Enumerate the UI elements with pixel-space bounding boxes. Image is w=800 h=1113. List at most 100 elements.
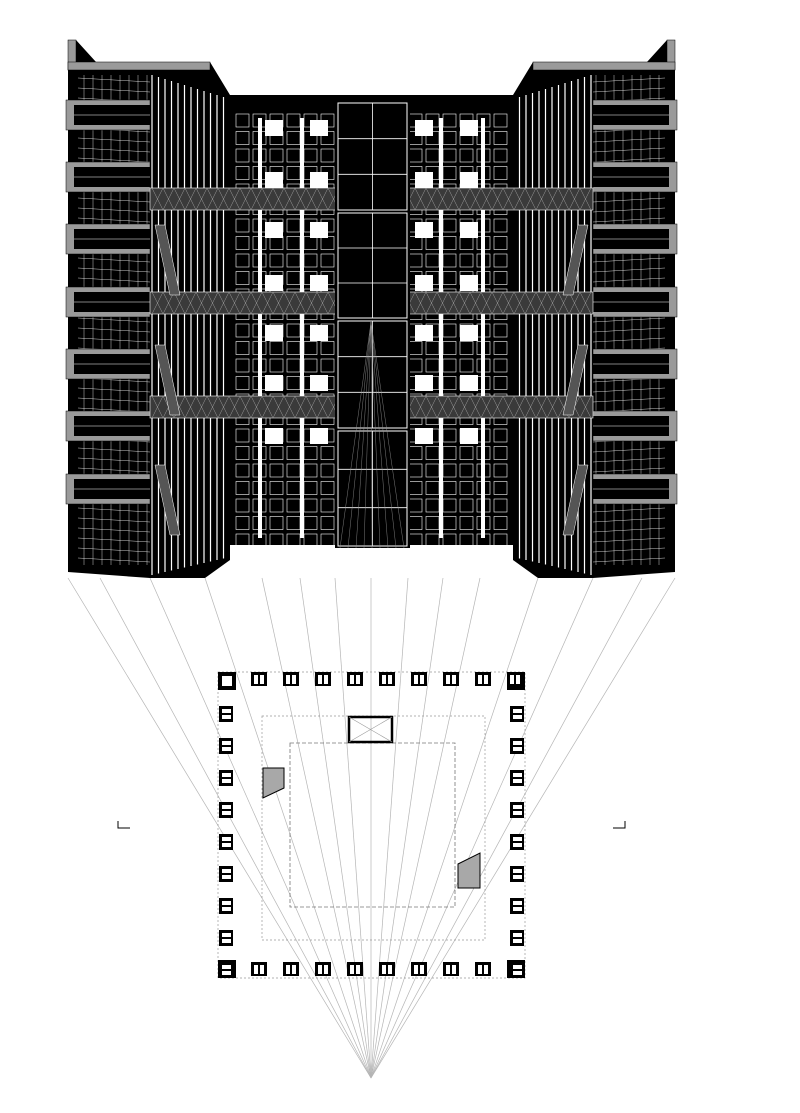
bridge-truss bbox=[228, 187, 241, 211]
pier-void bbox=[513, 773, 522, 777]
bridge-truss bbox=[568, 187, 581, 211]
window-cell bbox=[493, 481, 508, 495]
core-perspective-line bbox=[370, 321, 381, 549]
projection-line bbox=[370, 577, 643, 1079]
window-cell bbox=[235, 131, 250, 145]
pier-void bbox=[484, 675, 488, 684]
bridge-truss bbox=[261, 291, 274, 315]
pier-void bbox=[222, 779, 231, 783]
bridge-truss bbox=[173, 187, 186, 211]
bridge-truss bbox=[206, 187, 219, 211]
bridge-truss bbox=[513, 187, 526, 211]
bridge-truss bbox=[469, 187, 482, 211]
stair-left bbox=[262, 767, 285, 799]
core-perspective-line bbox=[339, 321, 372, 549]
opening bbox=[460, 120, 478, 136]
window-cell bbox=[493, 341, 508, 355]
pier-void bbox=[446, 675, 450, 684]
bridge-truss bbox=[151, 291, 164, 315]
elevator-cross bbox=[348, 716, 393, 743]
pier bbox=[315, 672, 331, 686]
pier-void bbox=[513, 843, 522, 847]
bridge-truss bbox=[524, 187, 537, 211]
bridge-truss bbox=[261, 187, 274, 211]
window-cell bbox=[459, 481, 474, 495]
bridge-truss bbox=[250, 291, 263, 315]
opening bbox=[265, 222, 283, 238]
pier-void bbox=[513, 741, 522, 745]
core-perspective-line bbox=[370, 321, 405, 549]
pier-void bbox=[222, 741, 231, 745]
pier-void bbox=[513, 875, 522, 879]
window-cell bbox=[493, 148, 508, 163]
bridge-truss bbox=[546, 291, 559, 315]
pier bbox=[347, 962, 363, 976]
bridge-truss bbox=[305, 187, 318, 211]
opening bbox=[265, 120, 283, 136]
opening bbox=[310, 375, 328, 391]
bridge-truss bbox=[250, 187, 263, 211]
bridge-truss bbox=[151, 395, 164, 419]
elevation-right-half bbox=[370, 39, 678, 578]
pier bbox=[510, 802, 524, 818]
core-perspective-line bbox=[370, 321, 373, 549]
projection-line bbox=[370, 577, 409, 1079]
pier-void bbox=[513, 747, 522, 751]
pier-void bbox=[414, 675, 418, 684]
bridge-truss bbox=[447, 395, 460, 419]
pier-void bbox=[478, 675, 482, 684]
bridge-truss bbox=[502, 395, 515, 419]
pier-void bbox=[222, 709, 231, 713]
pier-void bbox=[388, 965, 392, 974]
window-cell bbox=[320, 533, 335, 548]
pier-void bbox=[420, 965, 424, 974]
window-cell bbox=[493, 271, 508, 285]
core-perspective-line bbox=[347, 321, 372, 549]
projection-line bbox=[334, 577, 372, 1079]
window-cell bbox=[269, 498, 284, 513]
window-cell bbox=[235, 463, 250, 478]
window-cell bbox=[493, 428, 508, 443]
window-cell bbox=[459, 498, 474, 513]
pier-void bbox=[292, 965, 296, 974]
window-cell bbox=[269, 358, 284, 373]
pier-void bbox=[260, 965, 264, 974]
bridge-truss bbox=[513, 291, 526, 315]
opening bbox=[265, 428, 283, 444]
corner-pier-void bbox=[222, 676, 232, 686]
elevation-left-half bbox=[65, 39, 373, 578]
bridge-truss bbox=[535, 395, 548, 419]
bridge-truss bbox=[436, 291, 449, 315]
opening bbox=[265, 172, 283, 188]
bridge-truss bbox=[217, 187, 230, 211]
section-marker-right bbox=[613, 821, 626, 829]
stair-flight bbox=[562, 344, 589, 416]
bridge-truss bbox=[513, 395, 526, 419]
bridge-truss bbox=[294, 187, 307, 211]
opening bbox=[415, 120, 433, 136]
window-cell bbox=[286, 533, 301, 548]
pier bbox=[347, 672, 363, 686]
bridge-truss bbox=[535, 291, 548, 315]
bridge-truss bbox=[535, 187, 548, 211]
pilaster bbox=[300, 118, 304, 538]
window-cell bbox=[320, 148, 335, 163]
core-perspective-line bbox=[363, 321, 372, 549]
bridge-truss bbox=[414, 291, 427, 315]
bridge-truss bbox=[195, 187, 208, 211]
bridge-truss bbox=[579, 395, 592, 419]
projection-line bbox=[67, 577, 372, 1079]
window-cell bbox=[320, 463, 335, 478]
bridge-truss bbox=[272, 187, 285, 211]
bridge-truss bbox=[436, 187, 449, 211]
stair-flight bbox=[154, 344, 181, 416]
bridge-truss bbox=[272, 395, 285, 419]
pier-void bbox=[222, 933, 231, 937]
window-cell bbox=[235, 148, 250, 163]
window-cell bbox=[235, 376, 250, 390]
bridge-truss bbox=[458, 395, 471, 419]
bridge-truss bbox=[546, 395, 559, 419]
window-cell bbox=[493, 446, 508, 460]
bridge-truss bbox=[283, 395, 296, 419]
pier-void bbox=[513, 971, 522, 975]
